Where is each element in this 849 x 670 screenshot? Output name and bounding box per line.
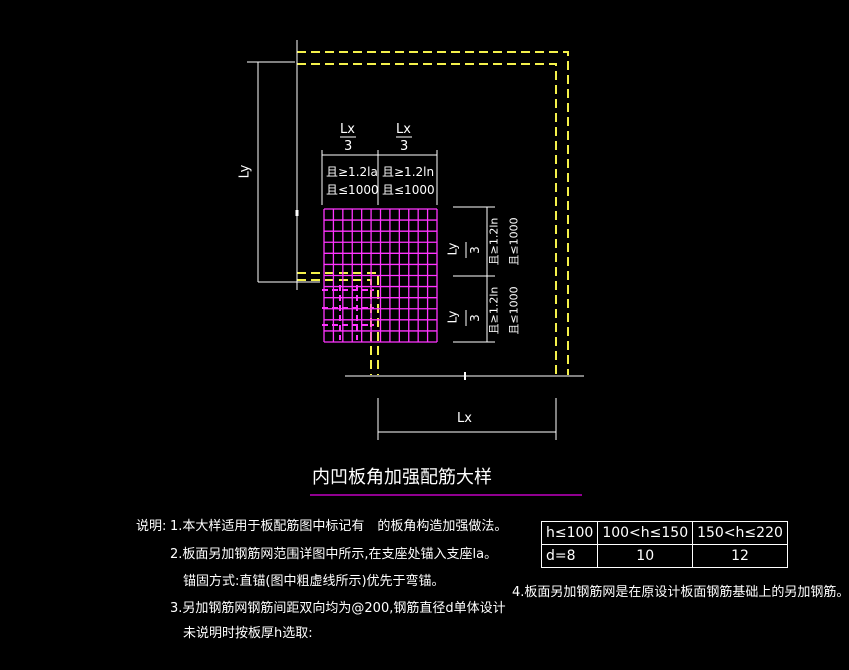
length-note-4b: 且≤1000 [507, 286, 521, 335]
ly-third-2-num: Ly [445, 310, 460, 324]
length-note-4a: 且≥1.2ln [487, 286, 501, 335]
reinforcement-mesh [323, 208, 438, 343]
table-cell: 150<h≤220 [692, 521, 788, 545]
lx-third-1-den: 3 [344, 139, 353, 154]
table-cell: d=8 [540, 544, 599, 568]
ly-third-1-num: Ly [445, 242, 460, 256]
length-note-2a: 且≥1.2ln [382, 165, 435, 179]
table-row: d=8 10 12 [540, 544, 788, 568]
detail-drawing [247, 40, 584, 496]
table-cell: 12 [692, 544, 788, 568]
ly-third-1-den: 3 [467, 246, 482, 254]
length-note-3b: 且≤1000 [507, 217, 521, 266]
drawing-title: 内凹板角加强配筋大样 [312, 467, 492, 488]
notes-heading: 说明: [136, 519, 167, 534]
lx-bottom-label: Lx [457, 411, 472, 426]
length-note-3a: 且≥1.2ln [487, 217, 501, 266]
table-cell: 100<h≤150 [597, 521, 694, 545]
note-2-cont: 锚固方式:直锚(图中粗虚线所示)优先于弯锚。 [183, 574, 445, 589]
ly-third-2-den: 3 [467, 314, 482, 322]
lx-third-2-den: 3 [400, 139, 409, 154]
table-row: h≤100 100<h≤150 150<h≤220 [540, 521, 788, 545]
table-cell: h≤100 [540, 521, 599, 545]
length-note-1b: 且≤1000 [326, 183, 379, 197]
slab-outline-dashed [297, 51, 569, 375]
lx-third-1-num: Lx [340, 122, 355, 137]
length-note-2b: 且≤1000 [382, 183, 435, 197]
length-note-1a: 且≥1.2la [326, 165, 378, 179]
note-3-cont: 未说明时按板厚h选取: [183, 626, 313, 641]
note-4: 4.板面另加钢筋网是在原设计板面钢筋基础上的另加钢筋。 [512, 585, 849, 600]
note-1: 1.本大样适用于板配筋图中标记有 的板角构造加强做法。 [170, 519, 508, 534]
note-3: 3.另加钢筋网钢筋间距双向均为@200,钢筋直径d单体设计 [170, 601, 506, 616]
lx-third-2-num: Lx [396, 122, 411, 137]
diameter-table: h≤100 100<h≤150 150<h≤220 d=8 10 12 [540, 521, 788, 568]
corner-detail-dashed [322, 285, 374, 340]
note-2: 2.板面另加钢筋网范围详图中所示,在支座处锚入支座la。 [170, 547, 498, 562]
dimension-lines [247, 40, 584, 440]
table-cell: 10 [597, 544, 694, 568]
ly-left-label: Ly [237, 164, 253, 179]
